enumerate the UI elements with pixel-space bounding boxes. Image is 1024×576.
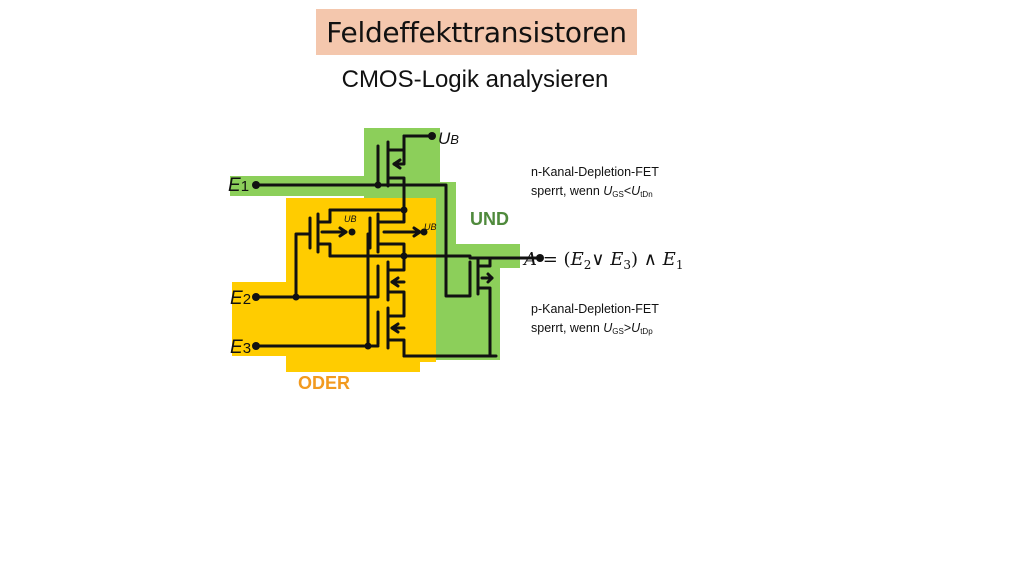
und-group-label: UND — [470, 209, 509, 229]
n-channel-note-line2: sperrt, wenn UGS<UtDn — [531, 184, 653, 199]
e3-label: E3 — [230, 337, 251, 358]
oder-highlight — [232, 198, 436, 372]
page-subtitle: CMOS-Logik analysieren — [341, 66, 609, 93]
n-channel-note: n-Kanal-Depletion-FET sperrt, wenn UGS<U… — [531, 163, 659, 204]
ub-terminal — [428, 132, 436, 140]
e2-label: E2 — [230, 288, 251, 309]
junction-dots — [252, 132, 544, 350]
a-terminal — [536, 254, 544, 262]
e2-terminal — [252, 293, 260, 301]
p-channel-note-line2: sperrt, wenn UGS>UtDp — [531, 321, 653, 336]
p-channel-note: p-Kanal-Depletion-FET sperrt, wenn UGS>U… — [531, 300, 659, 341]
wires — [254, 134, 542, 358]
ub-small-right-label: UB — [424, 222, 437, 232]
e1-label: E1 — [228, 175, 249, 196]
e1-terminal — [252, 181, 260, 189]
p-channel-note-line1: p-Kanal-Depletion-FET — [531, 302, 659, 316]
page-title: Feldeffekttransistoren — [326, 15, 627, 49]
ub-small-left-label: UB — [344, 214, 357, 224]
title-box: Feldeffekttransistoren — [316, 9, 637, 55]
e3-terminal — [252, 342, 260, 350]
n-channel-note-line1: n-Kanal-Depletion-FET — [531, 165, 659, 179]
oder-group-label: ODER — [298, 373, 350, 393]
ub-main-label: UB — [438, 129, 459, 148]
output-formula: A = (E2∨ E3) ∧ E1 — [522, 249, 683, 272]
